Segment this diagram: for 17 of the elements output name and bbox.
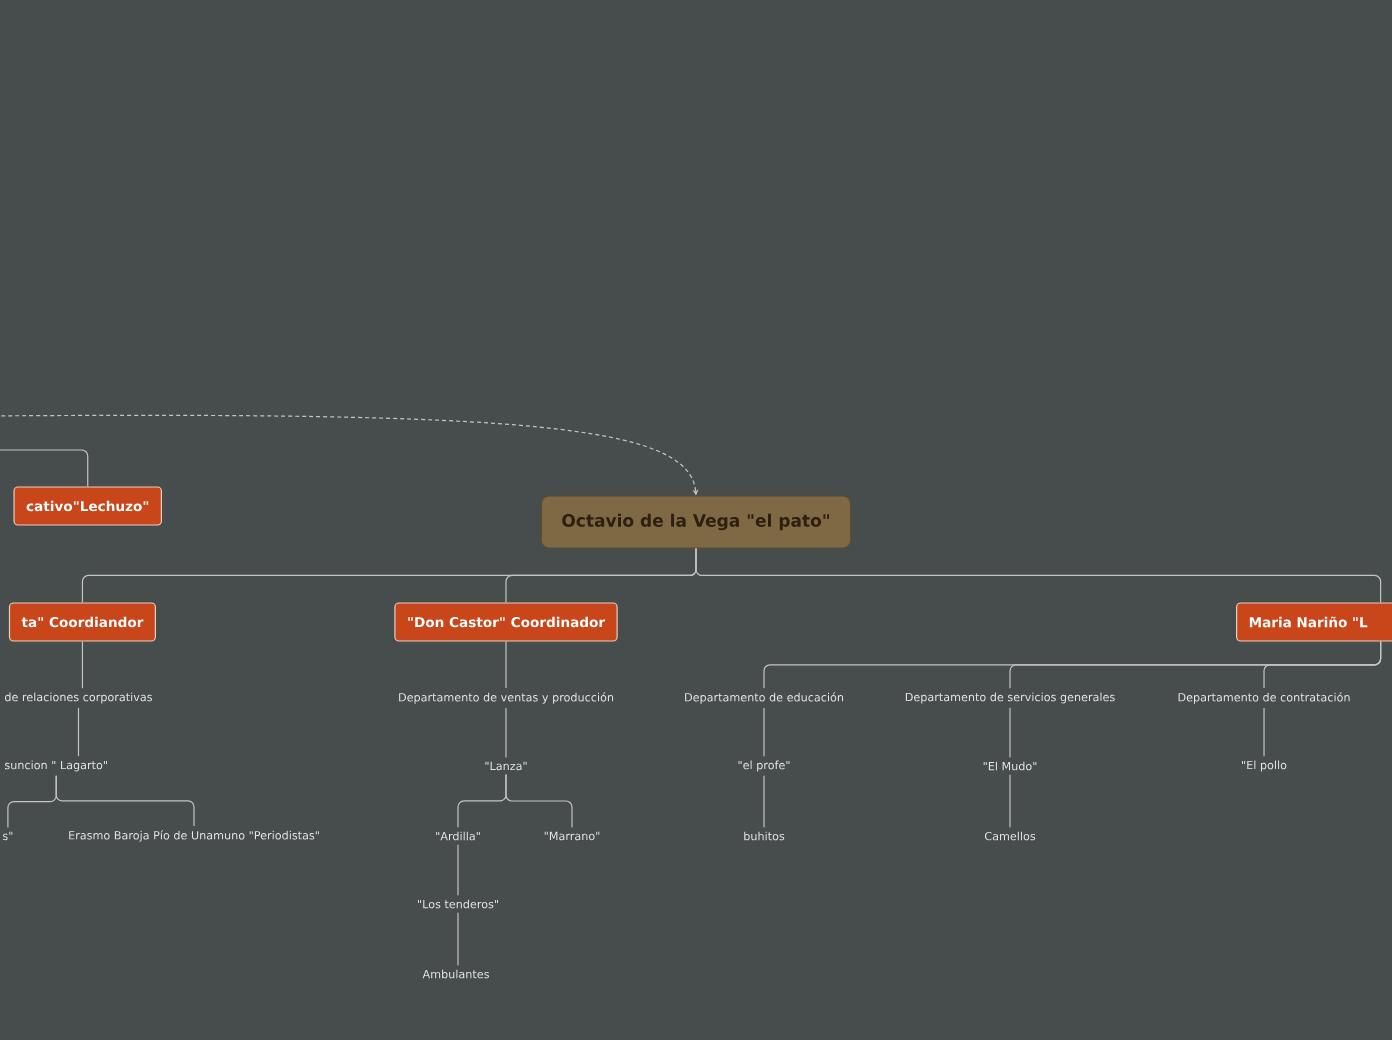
connector-line [1009,707,1011,758]
connector-line [763,775,765,828]
connector-line [505,707,507,759]
connector-line [81,641,84,689]
connector-line [1263,641,1382,689]
connector-line [695,547,1382,603]
connector-line [763,707,765,757]
connector-line [77,707,80,757]
connector-line [55,775,195,827]
connector-line [457,844,459,896]
connector-line [1263,707,1265,757]
connector-line [1009,774,1011,828]
connector-line [505,774,573,829]
connector-line [0,449,89,487]
connector-line [505,641,507,689]
central-topic-box: Octavio de la Vega "el pato" [540,495,852,549]
connector-line [457,912,459,966]
